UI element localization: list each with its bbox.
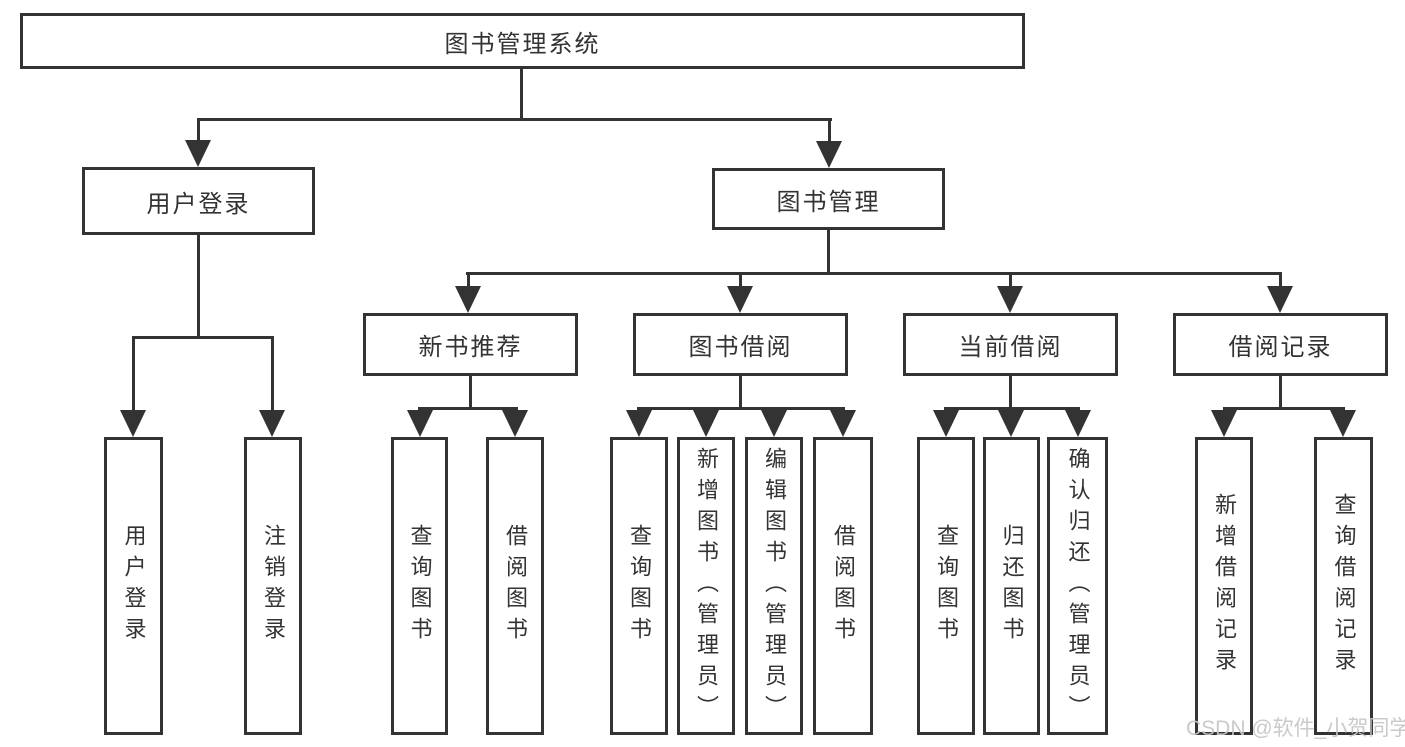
leaf-label: 新增图书（管理员） bbox=[694, 446, 719, 726]
leaf-label: 用户登录 bbox=[121, 524, 147, 648]
arrow-down-icon bbox=[830, 410, 856, 437]
connector-line bbox=[944, 407, 1080, 410]
arrow-down-icon bbox=[259, 410, 285, 437]
connector-line bbox=[828, 118, 831, 146]
node-book-management: 图书管理 bbox=[712, 168, 945, 230]
node-label: 图书借阅 bbox=[688, 334, 793, 361]
node-label: 图书管理系统 bbox=[444, 30, 601, 58]
connector-line bbox=[271, 336, 274, 414]
connector-line bbox=[637, 407, 845, 410]
connector-line bbox=[739, 272, 742, 290]
leaf-query-borrow-record: 查询借阅记录 bbox=[1314, 437, 1373, 735]
connector-line bbox=[739, 376, 742, 410]
arrow-down-icon bbox=[727, 286, 753, 313]
leaf-label: 归还图书 bbox=[999, 524, 1025, 648]
connector-line bbox=[418, 407, 518, 410]
arrow-down-icon bbox=[998, 410, 1024, 437]
leaf-label: 编辑图书（管理员） bbox=[762, 446, 787, 726]
arrow-down-icon bbox=[1267, 286, 1293, 313]
leaf-label: 查询图书 bbox=[407, 524, 433, 648]
node-current-borrow: 当前借阅 bbox=[903, 313, 1118, 376]
leaf-label: 新增借阅记录 bbox=[1212, 493, 1237, 679]
arrow-down-icon bbox=[1065, 410, 1091, 437]
leaf-edit-books-admin: 编辑图书（管理员） bbox=[745, 437, 803, 735]
node-user-login: 用户登录 bbox=[82, 167, 315, 235]
connector-line bbox=[197, 118, 200, 146]
node-borrow-records: 借阅记录 bbox=[1173, 313, 1388, 376]
leaf-confirm-return-admin: 确认归还（管理员） bbox=[1047, 437, 1108, 735]
connector-line bbox=[467, 272, 470, 290]
leaf-return-books: 归还图书 bbox=[983, 437, 1040, 735]
leaf-add-books-admin: 新增图书（管理员） bbox=[677, 437, 735, 735]
leaf-label: 查询图书 bbox=[934, 524, 959, 648]
arrow-down-icon bbox=[407, 410, 433, 437]
connector-line bbox=[1009, 272, 1012, 290]
arrow-down-icon bbox=[185, 140, 211, 167]
arrow-down-icon bbox=[761, 410, 787, 437]
connector-line bbox=[469, 376, 472, 410]
leaf-label: 借阅图书 bbox=[831, 524, 856, 648]
connector-line bbox=[132, 336, 135, 414]
leaf-add-borrow-record: 新增借阅记录 bbox=[1195, 437, 1253, 735]
connector-line bbox=[1279, 272, 1282, 290]
arrow-down-icon bbox=[933, 410, 959, 437]
arrow-down-icon bbox=[120, 410, 146, 437]
leaf-user-login: 用户登录 bbox=[104, 437, 163, 735]
node-root-library-system: 图书管理系统 bbox=[20, 13, 1025, 69]
connector-line bbox=[132, 336, 274, 339]
node-label: 借阅记录 bbox=[1228, 334, 1333, 361]
leaf-query-books-1: 查询图书 bbox=[391, 437, 448, 735]
leaf-borrow-books-2: 借阅图书 bbox=[813, 437, 873, 735]
connector-line bbox=[520, 69, 523, 121]
connector-line bbox=[197, 118, 832, 121]
leaf-label: 确认归还（管理员） bbox=[1065, 446, 1091, 726]
arrow-down-icon bbox=[693, 410, 719, 437]
connector-line bbox=[197, 235, 200, 336]
leaf-logout: 注销登录 bbox=[244, 437, 302, 735]
node-book-borrow: 图书借阅 bbox=[633, 313, 848, 376]
connector-line bbox=[1279, 376, 1282, 410]
connector-line bbox=[1009, 376, 1012, 410]
leaf-borrow-books-1: 借阅图书 bbox=[486, 437, 544, 735]
arrow-down-icon bbox=[626, 410, 652, 437]
leaf-label: 注销登录 bbox=[261, 524, 286, 648]
leaf-query-books-2: 查询图书 bbox=[610, 437, 668, 735]
csdn-watermark: CSDN @软件_小贺同学 bbox=[1186, 717, 1405, 740]
leaf-label: 查询图书 bbox=[627, 524, 652, 648]
arrow-down-icon bbox=[816, 141, 842, 168]
node-new-book-recommend: 新书推荐 bbox=[363, 313, 578, 376]
arrow-down-icon bbox=[502, 410, 528, 437]
node-label: 用户登录 bbox=[146, 190, 251, 218]
arrow-down-icon bbox=[1330, 410, 1356, 437]
connector-line bbox=[1223, 407, 1345, 410]
connector-line bbox=[466, 272, 1282, 275]
connector-line bbox=[827, 230, 830, 275]
node-label: 当前借阅 bbox=[958, 334, 1063, 361]
leaf-query-books-3: 查询图书 bbox=[917, 437, 975, 735]
node-label: 新书推荐 bbox=[418, 334, 523, 361]
arrow-down-icon bbox=[997, 286, 1023, 313]
leaf-label: 借阅图书 bbox=[503, 524, 528, 648]
arrow-down-icon bbox=[455, 286, 481, 313]
leaf-label: 查询借阅记录 bbox=[1331, 493, 1357, 679]
node-label: 图书管理 bbox=[776, 188, 881, 216]
arrow-down-icon bbox=[1211, 410, 1237, 437]
